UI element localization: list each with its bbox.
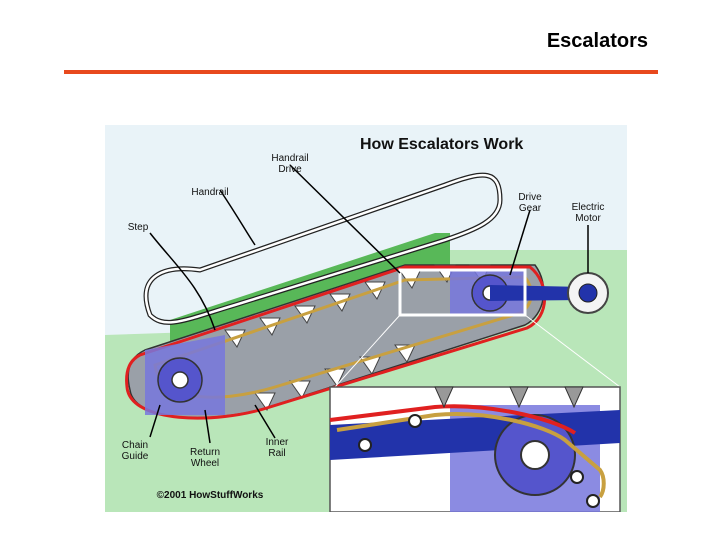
label-return-wheel-1: Return (190, 447, 220, 458)
slide-title: Escalators (546, 30, 648, 52)
label-drive-gear-1: Drive (518, 192, 542, 203)
diagram-heading: How Escalators Work (360, 136, 523, 153)
label-step: Step (128, 222, 149, 233)
electric-motor (567, 272, 609, 314)
label-electric-motor-1: Electric (572, 202, 605, 213)
escalator-diagram: How Escalators Work Handrail Drive Handr… (105, 125, 627, 512)
label-return-wheel-2: Wheel (191, 458, 219, 469)
title-divider (64, 70, 658, 74)
label-inner-rail-2: Rail (268, 448, 285, 459)
label-chain-guide-2: Guide (122, 451, 149, 462)
label-handrail: Handrail (191, 187, 228, 198)
label-chain-guide-1: Chain (122, 440, 148, 451)
motor-belt (490, 285, 585, 301)
callout-lines (149, 164, 589, 444)
label-drive-gear-2: Gear (519, 203, 542, 214)
zoom-inset (329, 386, 621, 512)
label-handrail-drive-1: Handrail (271, 153, 308, 164)
return-wheel (145, 335, 225, 415)
zoom-highlight-box (398, 268, 527, 317)
copyright-notice: ©2001 HowStuffWorks (157, 490, 264, 501)
label-electric-motor-2: Motor (575, 213, 601, 224)
label-handrail-drive-2: Drive (278, 164, 302, 175)
label-inner-rail-1: Inner (266, 437, 289, 448)
